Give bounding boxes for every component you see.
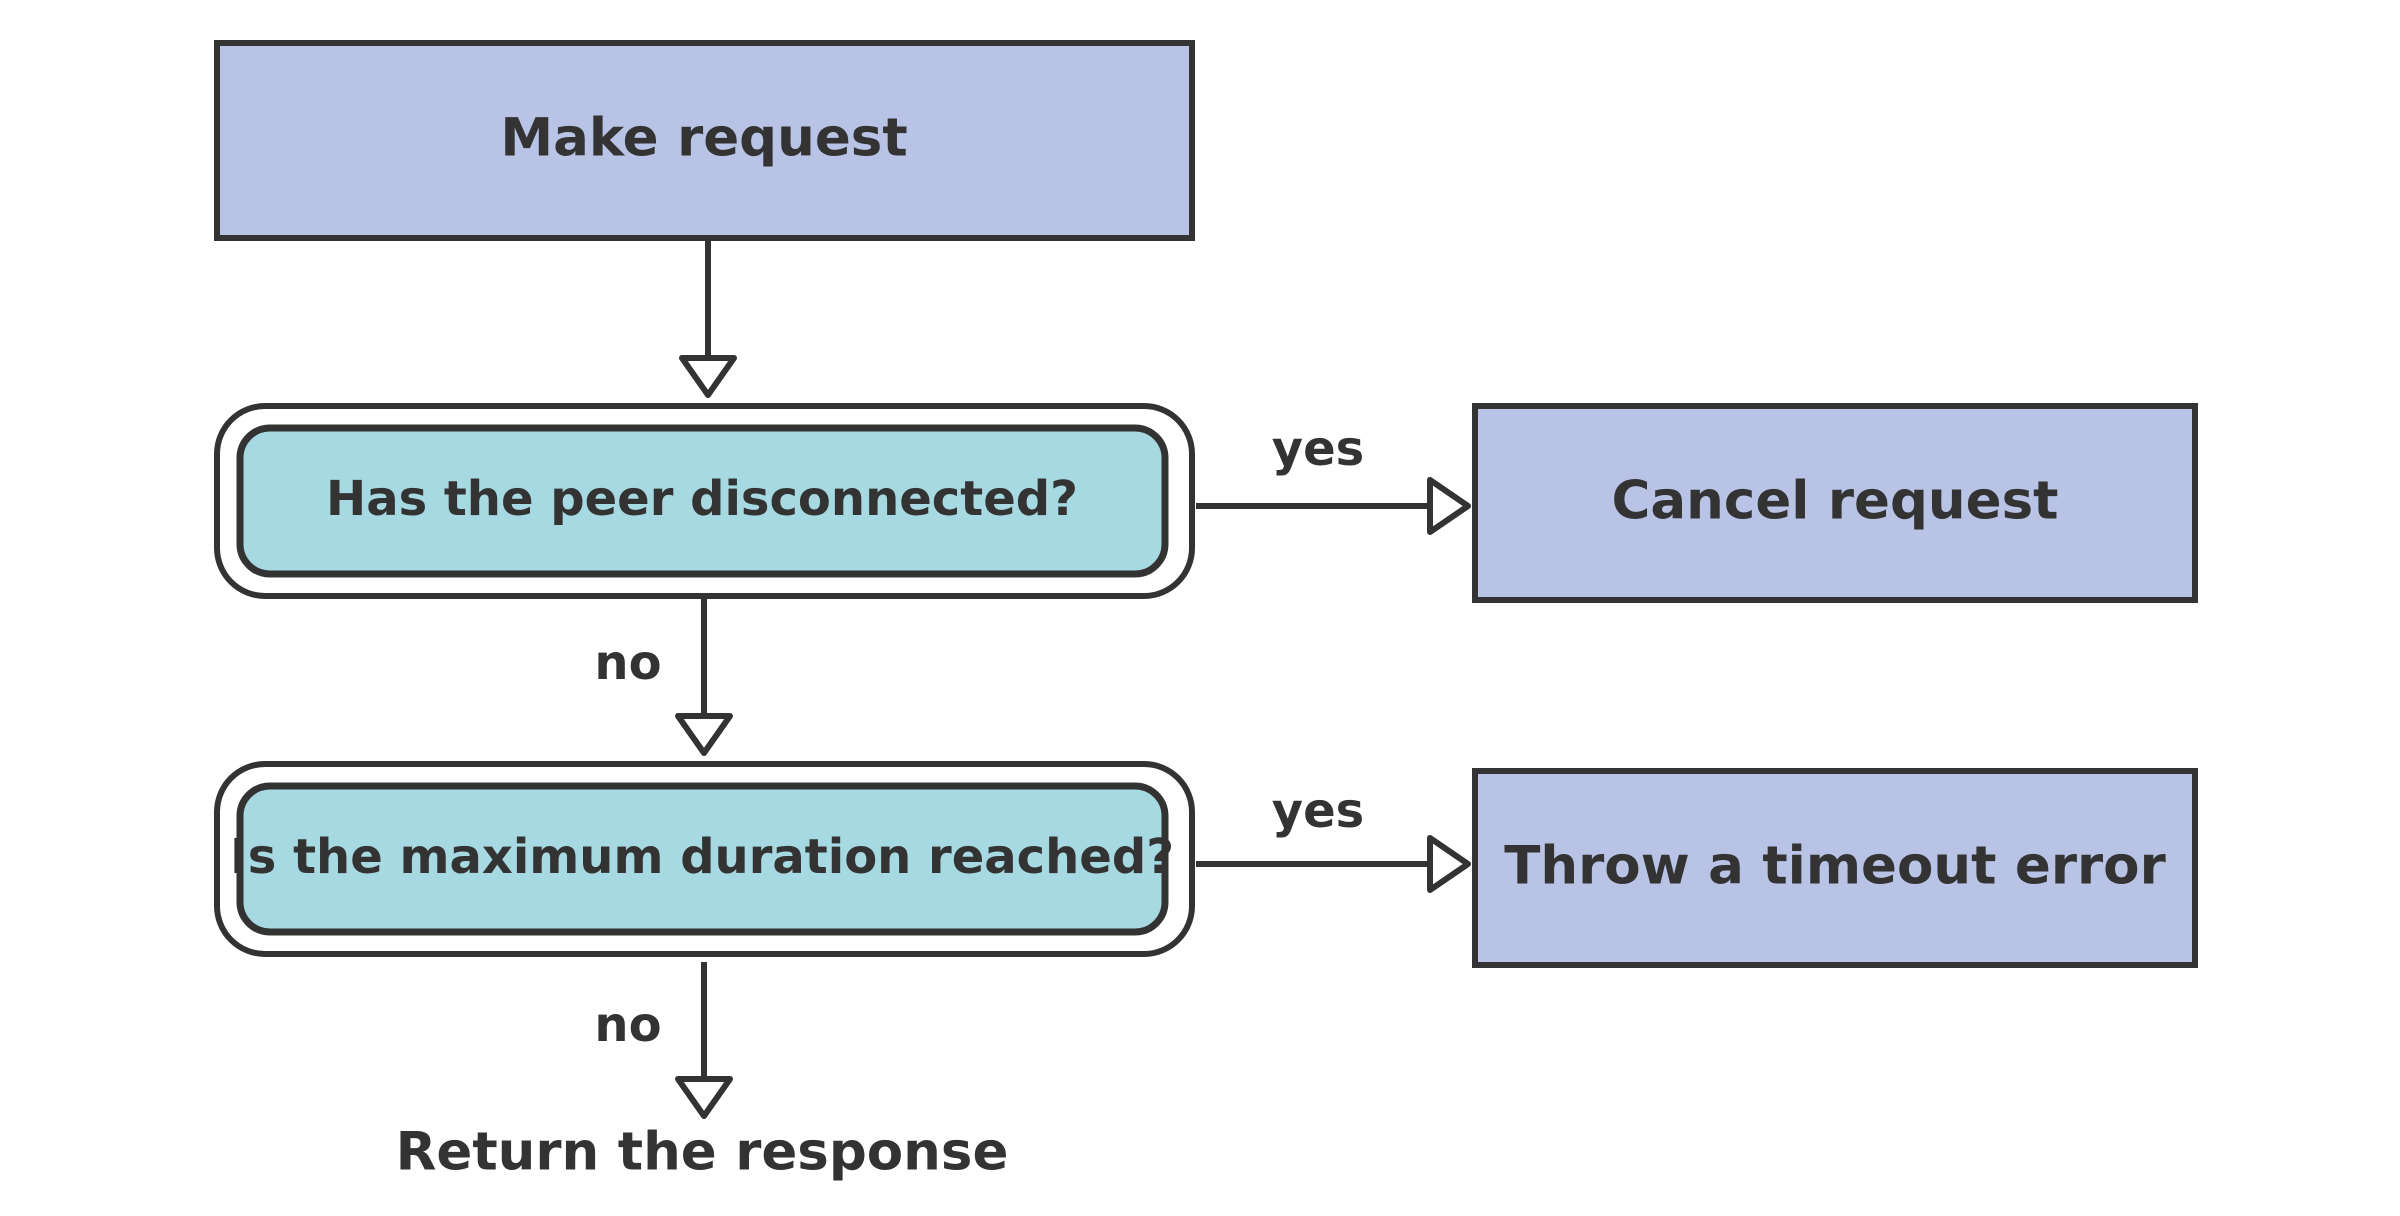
node-cancel-request: Cancel request — [1472, 403, 2198, 603]
make-request-label: Make request — [500, 108, 907, 169]
timeout-error-label: Throw a timeout error — [1504, 836, 2165, 897]
node-peer-disconnected: Has the peer disconnected? — [214, 403, 1195, 599]
return-response-label: Return the response — [396, 1122, 1009, 1183]
edge-duration-no: no — [594, 962, 733, 1119]
peer-disconnected-label: Has the peer disconnected? — [326, 471, 1078, 527]
cancel-request-box — [1472, 403, 2198, 603]
duration-no-label: no — [594, 997, 661, 1053]
arrowhead-right — [1427, 477, 1471, 535]
duration-yes-label: yes — [1272, 783, 1364, 839]
arrowhead-down — [675, 713, 733, 756]
edge-peer-yes: yes — [1196, 421, 1471, 535]
node-max-duration: Is the maximum duration reached? — [214, 761, 1195, 957]
peer-yes-label: yes — [1272, 421, 1364, 477]
node-make-request: Make request — [214, 40, 1195, 241]
peer-disconnected-box — [236, 424, 1169, 578]
timeout-error-box — [1472, 768, 2198, 968]
edge-duration-yes: yes — [1196, 783, 1471, 893]
make-request-box — [214, 40, 1195, 241]
max-duration-box — [236, 782, 1169, 936]
peer-no-label: no — [594, 635, 661, 691]
node-timeout-error: Throw a timeout error — [1472, 768, 2198, 968]
arrow-make-request-to-peer — [679, 240, 737, 398]
edge-peer-no: no — [594, 598, 733, 756]
arrowhead-down — [675, 1076, 733, 1119]
max-duration-label: Is the maximum duration reached? — [230, 829, 1174, 885]
arrowhead-right — [1427, 835, 1471, 893]
arrowhead-down — [679, 355, 737, 398]
cancel-request-label: Cancel request — [1612, 471, 2059, 532]
